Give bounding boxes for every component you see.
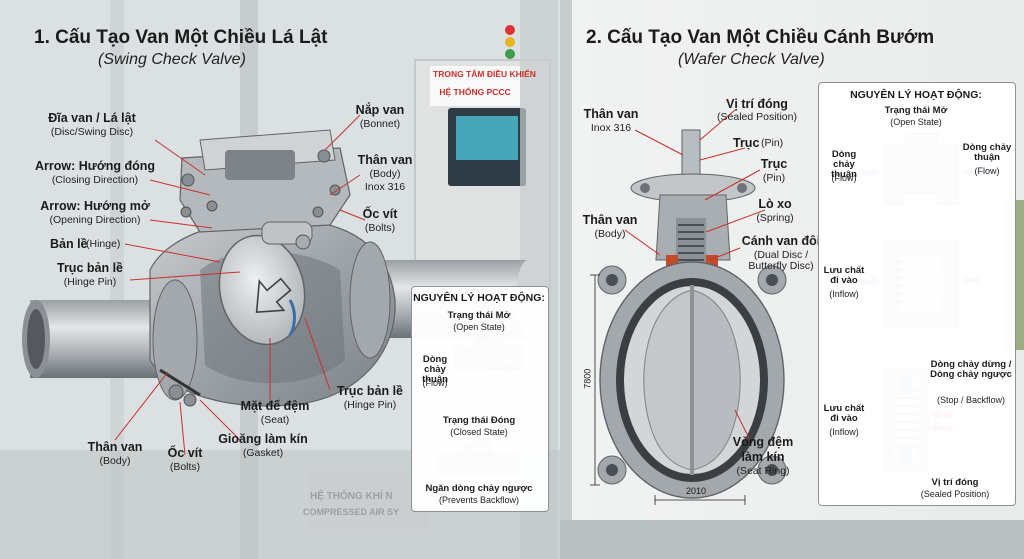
- label-disc-en: (Disc/Swing Disc): [50, 126, 134, 138]
- label-pin-2-en: (Pin): [762, 172, 786, 184]
- right-panel-open-en: (Open State): [890, 117, 942, 127]
- label-seat-ring-1: Vòng đệm: [732, 435, 794, 449]
- left-panel-closed: Trạng thái Đóng: [442, 415, 516, 426]
- label-bonnet: Nắp van: [355, 103, 405, 117]
- left-panel-flow-en: (Flow): [422, 378, 448, 388]
- label-body-material: Inox 316: [364, 181, 406, 193]
- floor-sign-line2: COMPRESSED AIR SY: [303, 507, 400, 517]
- label-body-right: Thân van: [357, 153, 413, 167]
- left-panel-flow: Dòng chảy thuận: [422, 354, 448, 385]
- right-panel-flow-right-en: (Flow): [974, 166, 1000, 176]
- left-panel-backflow-en: (Prevents Backflow): [438, 495, 520, 505]
- label-dual-disc: Cánh van đôi: [741, 234, 821, 248]
- label-bolts-bottom-en: (Bolts): [169, 461, 201, 473]
- label-seat-en: (Seat): [260, 414, 290, 426]
- label-seat-ring-2: làm kín: [741, 450, 785, 464]
- label-sealed-position-en: (Sealed Position): [717, 111, 797, 123]
- label-pin-1: Trục: [733, 136, 760, 150]
- right-panel-inflow-1: Lưu chất đi vào: [823, 265, 865, 286]
- right-panel-flow-left: Dòng chảy thuận: [831, 149, 857, 180]
- dimension-height: 7800: [582, 368, 593, 389]
- label-hinge-pin-right-en: (Hinge Pin): [343, 399, 397, 411]
- right-panel-inflow-2-en: (Inflow): [829, 427, 859, 437]
- label-hinge-pin-en: (Hinge Pin): [63, 276, 117, 288]
- right-principle-panel: [818, 82, 1016, 506]
- swing-check-valve-illustration: [22, 129, 540, 407]
- right-panel-sealed: Vị trí đóng: [931, 477, 979, 488]
- label-bolts-bottom: Ốc vít: [167, 446, 203, 460]
- label-hinge-pin: Trục bản lề: [57, 261, 123, 275]
- label-gasket: Gioăng làm kín: [218, 432, 308, 446]
- left-panel-open: Trạng thái Mở: [447, 310, 511, 321]
- label-spring-en: (Spring): [756, 212, 794, 224]
- left-callout-lines: [114, 114, 366, 456]
- label-spring: Lò xo: [758, 197, 792, 211]
- label-hinge-en: (Hinge): [86, 238, 121, 250]
- label-body-top: Thân van: [583, 107, 639, 121]
- label-body-left-en: (Body): [99, 455, 131, 467]
- right-panel-stop-en: (Stop / Backflow): [936, 395, 1006, 405]
- cabinet-sign-line2: HỆ THỐNG PCCC: [439, 87, 511, 97]
- right-panel-stop: Dòng chảy dừng / Dòng chảy ngược: [930, 359, 1012, 380]
- left-subtitle: (Swing Check Valve): [98, 51, 246, 68]
- label-opening: Arrow: Hướng mở: [40, 199, 150, 213]
- left-title: 1. Cấu Tạo Van Một Chiều Lá Lật: [34, 27, 328, 48]
- right-panel-flow-left-en: (Flow): [831, 173, 857, 183]
- left-panel-closed-en: (Closed State): [450, 427, 508, 437]
- label-bonnet-en: (Bonnet): [359, 118, 401, 130]
- left-panel-open-en: (Open State): [453, 322, 505, 332]
- left-principle-panel: [411, 286, 549, 512]
- label-bolts-right: Ốc vít: [362, 207, 398, 221]
- label-hinge-pin-right: Trục bản lề: [337, 384, 403, 398]
- right-panel-inflow-1-en: (Inflow): [829, 289, 859, 299]
- label-seat: Mặt đế đệm: [240, 399, 310, 413]
- label-body-side-en: (Body): [594, 228, 626, 240]
- label-body-left: Thân van: [87, 440, 143, 454]
- right-panel-open: Trạng thái Mở: [884, 105, 948, 116]
- label-pin-1-en: (Pin): [761, 137, 784, 149]
- label-sealed-position: Vị trí đóng: [726, 97, 788, 111]
- label-gasket-en: (Gasket): [242, 447, 284, 459]
- label-pin-2: Trục: [760, 157, 788, 171]
- left-panel-title: NGUYÊN LÝ HOẠT ĐỘNG:: [413, 292, 545, 304]
- label-body-right-en: (Body): [369, 168, 401, 180]
- right-panel-flow-right: Dòng chảy thuận: [962, 142, 1012, 163]
- cabinet-sign-line1: TRONG TÂM ĐIỀU KHIỂN: [433, 69, 536, 79]
- right-title: 2. Cấu Tạo Van Một Chiều Cánh Bướm: [586, 27, 935, 48]
- right-panel-sealed-en: (Sealed Position): [920, 489, 990, 499]
- label-closing: Arrow: Hướng đóng: [34, 159, 155, 173]
- label-seat-ring-en: (Seat Ring): [736, 465, 790, 477]
- right-callout-lines: [624, 109, 766, 441]
- label-hinge: Bản lề: [50, 237, 88, 251]
- wafer-check-valve-illustration: [590, 129, 787, 505]
- label-body-side: Thân van: [582, 213, 638, 227]
- label-bolts-right-en: (Bolts): [364, 222, 396, 234]
- label-closing-en: (Closing Direction): [51, 174, 139, 186]
- label-disc: Đĩa van / Lá lật: [48, 111, 136, 125]
- right-panel-inflow-2: Lưu chất đi vào: [823, 403, 865, 424]
- dimension-width: 2010: [686, 486, 707, 496]
- label-opening-en: (Opening Direction): [49, 214, 141, 226]
- floor-sign-line1: HỆ THỐNG KHÍ N: [310, 491, 393, 502]
- left-panel-backflow: Ngăn dòng chảy ngược: [425, 483, 533, 494]
- right-panel-title: NGUYÊN LÝ HOẠT ĐỘNG:: [850, 89, 982, 101]
- right-subtitle: (Wafer Check Valve): [678, 51, 825, 68]
- label-dual-disc-en: (Dual Disc / Butterfly Disc): [748, 249, 814, 273]
- label-body-top-material: Inox 316: [590, 122, 632, 134]
